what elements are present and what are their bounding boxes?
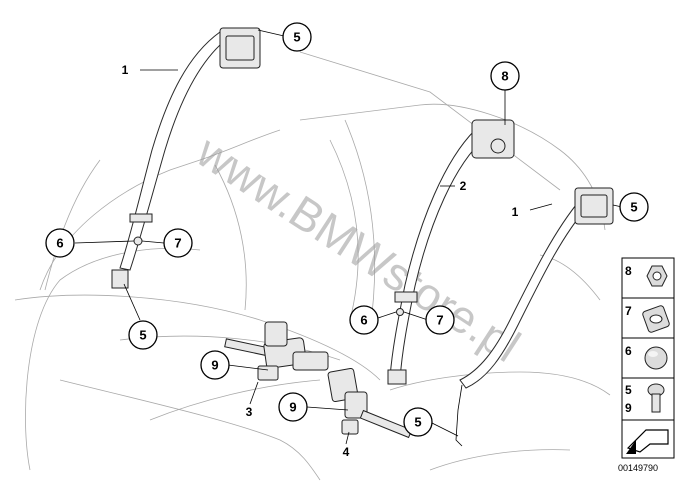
legend-number-7: 7 [625, 304, 632, 318]
part-label-4: 4 [343, 445, 350, 459]
callout-number: 5 [630, 200, 637, 215]
fastener-legend: 8 7 6 5 9 [621, 257, 675, 459]
callout-number: 5 [293, 30, 300, 45]
callout-c5a: 5 [282, 22, 312, 52]
legend-number-8: 8 [625, 264, 632, 278]
legend-number-6: 6 [625, 344, 632, 358]
bolt-icon [647, 383, 665, 413]
callout-c5c: 5 [128, 320, 158, 350]
callout-number: 7 [436, 313, 443, 328]
nut-icon [646, 265, 668, 287]
seat-belt-right [455, 187, 614, 447]
callout-c7a: 7 [163, 228, 193, 258]
part-label-2: 2 [460, 179, 467, 193]
callout-c9b: 9 [278, 392, 308, 422]
callout-number: 7 [174, 236, 181, 251]
legend-number-9: 9 [625, 401, 632, 415]
callout-number: 5 [139, 328, 146, 343]
callout-c8: 8 [490, 61, 520, 91]
cap-icon [644, 346, 668, 370]
watermark-text: www.BMWstore.pl [187, 125, 529, 372]
callout-number: 9 [289, 400, 296, 415]
anchor-left [111, 269, 129, 289]
callout-c6a: 6 [45, 228, 75, 258]
callout-number: 5 [414, 415, 421, 430]
seat-belt-center [387, 119, 515, 385]
seat-outline [14, 51, 611, 481]
clip-nut-icon [642, 305, 670, 333]
part-label-1-right: 1 [512, 205, 519, 219]
leader-lines [74, 29, 623, 445]
part-label-1-left: 1 [122, 63, 129, 77]
buckle-assembly-3 [224, 321, 329, 381]
anchor-center [387, 369, 407, 385]
part-label-3: 3 [246, 405, 253, 419]
legend-number-5: 5 [625, 383, 632, 397]
callout-c6b: 6 [349, 305, 379, 335]
document-number: 00149790 [618, 463, 658, 473]
arrow-icon [626, 429, 669, 454]
callout-number: 6 [56, 236, 63, 251]
retractor-center [471, 119, 515, 159]
callout-c5b: 5 [619, 192, 649, 222]
callout-c5d: 5 [403, 407, 433, 437]
callout-c9a: 9 [200, 350, 230, 380]
callout-number: 9 [211, 358, 218, 373]
seat-belt-left [111, 27, 261, 289]
callout-number: 6 [360, 313, 367, 328]
buckle-assembly-4 [327, 367, 413, 439]
callout-number: 8 [501, 69, 508, 84]
callout-c7b: 7 [425, 305, 455, 335]
